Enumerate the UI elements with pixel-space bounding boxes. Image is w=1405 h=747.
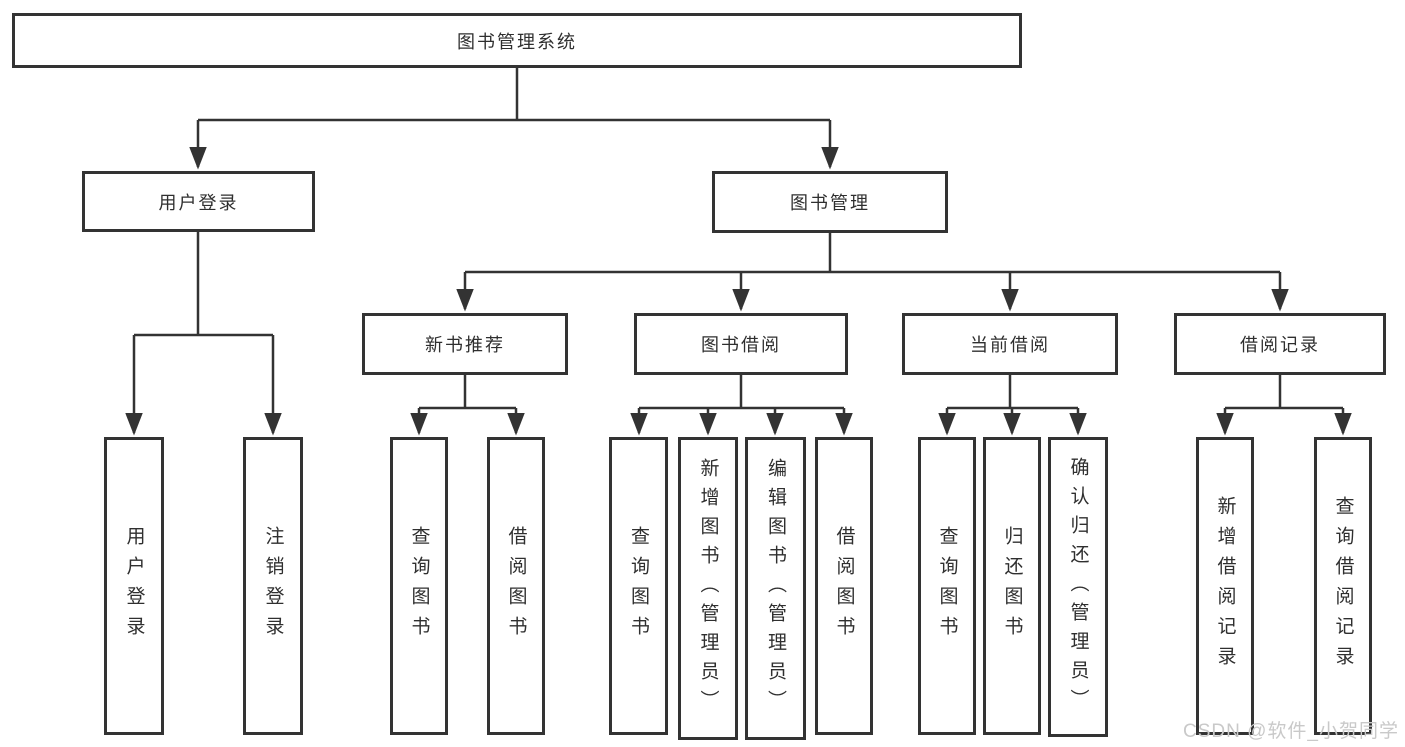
leaf-query-books-borrow: 查询图书 xyxy=(609,437,668,735)
node-user-login: 用户登录 xyxy=(82,171,315,232)
csdn-watermark: CSDN @软件_小贺同学 xyxy=(1183,721,1399,742)
leaf-return-books: 归还图书 xyxy=(983,437,1041,735)
node-book-borrow: 图书借阅 xyxy=(634,313,848,375)
leaf-query-books-current: 查询图书 xyxy=(918,437,976,735)
node-current-borrow: 当前借阅 xyxy=(902,313,1118,375)
leaf-user-login: 用户登录 xyxy=(104,437,164,735)
node-borrow-record: 借阅记录 xyxy=(1174,313,1386,375)
node-root-system: 图书管理系统 xyxy=(12,13,1022,68)
node-new-book-recommend: 新书推荐 xyxy=(362,313,568,375)
leaf-borrow-books-newbook: 借阅图书 xyxy=(487,437,545,735)
leaf-add-books-admin: 新增图书（管理员） xyxy=(678,437,738,740)
leaf-confirm-return-admin: 确认归还（管理员） xyxy=(1048,437,1108,737)
leaf-logout: 注销登录 xyxy=(243,437,303,735)
leaf-query-borrow-record: 查询借阅记录 xyxy=(1314,437,1372,735)
leaf-add-borrow-record: 新增借阅记录 xyxy=(1196,437,1254,735)
leaf-edit-books-admin: 编辑图书（管理员） xyxy=(745,437,806,740)
leaf-query-books-newbook: 查询图书 xyxy=(390,437,448,735)
leaf-borrow-books: 借阅图书 xyxy=(815,437,873,735)
node-book-management: 图书管理 xyxy=(712,171,948,233)
